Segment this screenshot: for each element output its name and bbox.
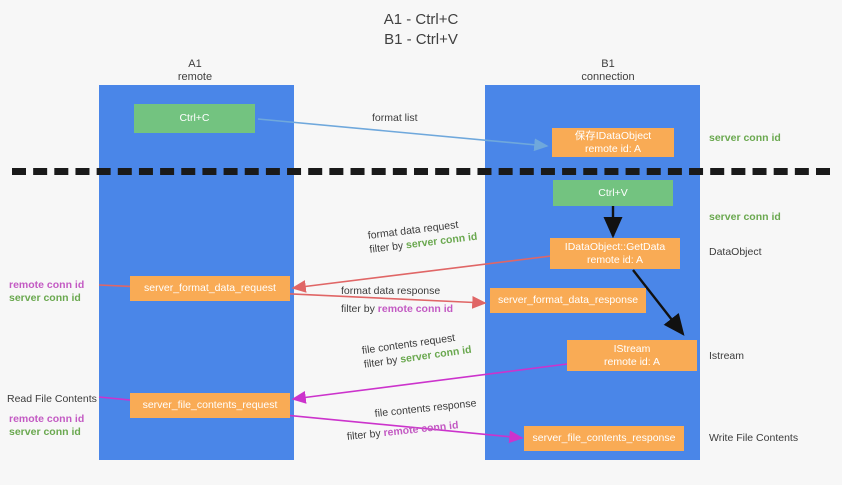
column-left-name: A1	[188, 58, 202, 70]
arrow-label-format-data-response-line1: format data response	[341, 285, 441, 297]
filter-prefix: filter by	[363, 353, 402, 371]
box-ctrl-v-label: Ctrl+V	[598, 186, 628, 199]
box-server-file-contents-response-label: server_file_contents_response	[532, 432, 676, 445]
label-server-conn-id-mid: server conn id	[709, 211, 781, 223]
label-istream: Istream	[709, 350, 745, 362]
box-ctrl-v[interactable]: Ctrl+V	[553, 180, 673, 206]
phase-divider	[12, 168, 830, 175]
box-istream-line1: IStream	[613, 343, 651, 355]
box-save-idataobject-line1: 保存IDataObject	[574, 130, 652, 142]
title-line-1: A1 - Ctrl+C	[383, 11, 459, 28]
title-line-2: B1 - Ctrl+V	[384, 31, 458, 48]
label-remote-conn-id-1: remote conn id	[9, 279, 85, 291]
box-save-idataobject-line2: remote id: A	[584, 142, 642, 155]
box-istream-line2: remote id: A	[603, 355, 661, 368]
box-ctrl-c[interactable]: Ctrl+C	[134, 104, 255, 133]
box-server-format-data-request-label: server_format_data_request	[144, 282, 276, 295]
label-read-file-contents: Read File Contents	[7, 393, 97, 405]
filter-prefix: filter by	[368, 239, 407, 256]
column-right-name: B1	[601, 58, 615, 70]
box-idataobject-getdata[interactable]: IDataObject::GetData remote id: A	[550, 238, 680, 269]
filter-prefix: filter by	[346, 427, 385, 443]
label-dataobject: DataObject	[709, 246, 762, 258]
label-server-conn-id-2: server conn id	[9, 426, 81, 438]
arrow-label-format-data-request: format data request filter by server con…	[367, 216, 478, 257]
box-save-idataobject[interactable]: 保存IDataObject remote id: A	[552, 128, 674, 157]
box-server-format-data-request[interactable]: server_format_data_request	[130, 276, 290, 301]
column-header-left: A1 remote	[130, 58, 260, 84]
filter-prefix: filter by	[341, 303, 378, 315]
column-header-right: B1 connection	[543, 58, 673, 84]
box-ctrl-c-label: Ctrl+C	[179, 112, 210, 125]
arrow-label-file-contents-request: file contents request filter by server c…	[361, 329, 472, 372]
arrow-label-format-list: format list	[372, 112, 418, 124]
box-istream[interactable]: IStream remote id: A	[567, 340, 697, 371]
box-server-format-data-response[interactable]: server_format_data_response	[490, 288, 646, 313]
box-idataobject-getdata-line2: remote id: A	[586, 253, 644, 266]
column-right-role: connection	[581, 71, 635, 83]
box-server-file-contents-response[interactable]: server_file_contents_response	[524, 426, 684, 451]
arrow-label-format-data-response: format data response filter by remote co…	[341, 284, 453, 316]
column-left-role: remote	[177, 71, 213, 83]
label-server-conn-id-1: server conn id	[9, 292, 81, 304]
filter-value-remote-conn-id: remote conn id	[382, 419, 460, 440]
box-server-file-contents-request-label: server_file_contents_request	[142, 399, 278, 412]
box-server-format-data-response-label: server_format_data_response	[497, 294, 639, 307]
filter-value-remote-conn-id: remote conn id	[377, 303, 454, 315]
label-write-file-contents: Write File Contents	[709, 432, 799, 444]
label-remote-conn-id-2: remote conn id	[9, 413, 85, 425]
page-title: A1 - Ctrl+C B1 - Ctrl+V	[0, 10, 842, 50]
arrow-label-format-data-response-line2: filter by remote conn id	[341, 302, 453, 316]
box-idataobject-getdata-line1: IDataObject::GetData	[564, 241, 666, 253]
box-server-file-contents-request[interactable]: server_file_contents_request	[130, 393, 290, 418]
arrow-label-file-contents-response: file contents response filter by remote …	[346, 396, 479, 443]
label-server-conn-id-top: server conn id	[709, 132, 781, 144]
arrow-label-file-contents-response-line2: filter by remote conn id	[346, 416, 479, 444]
